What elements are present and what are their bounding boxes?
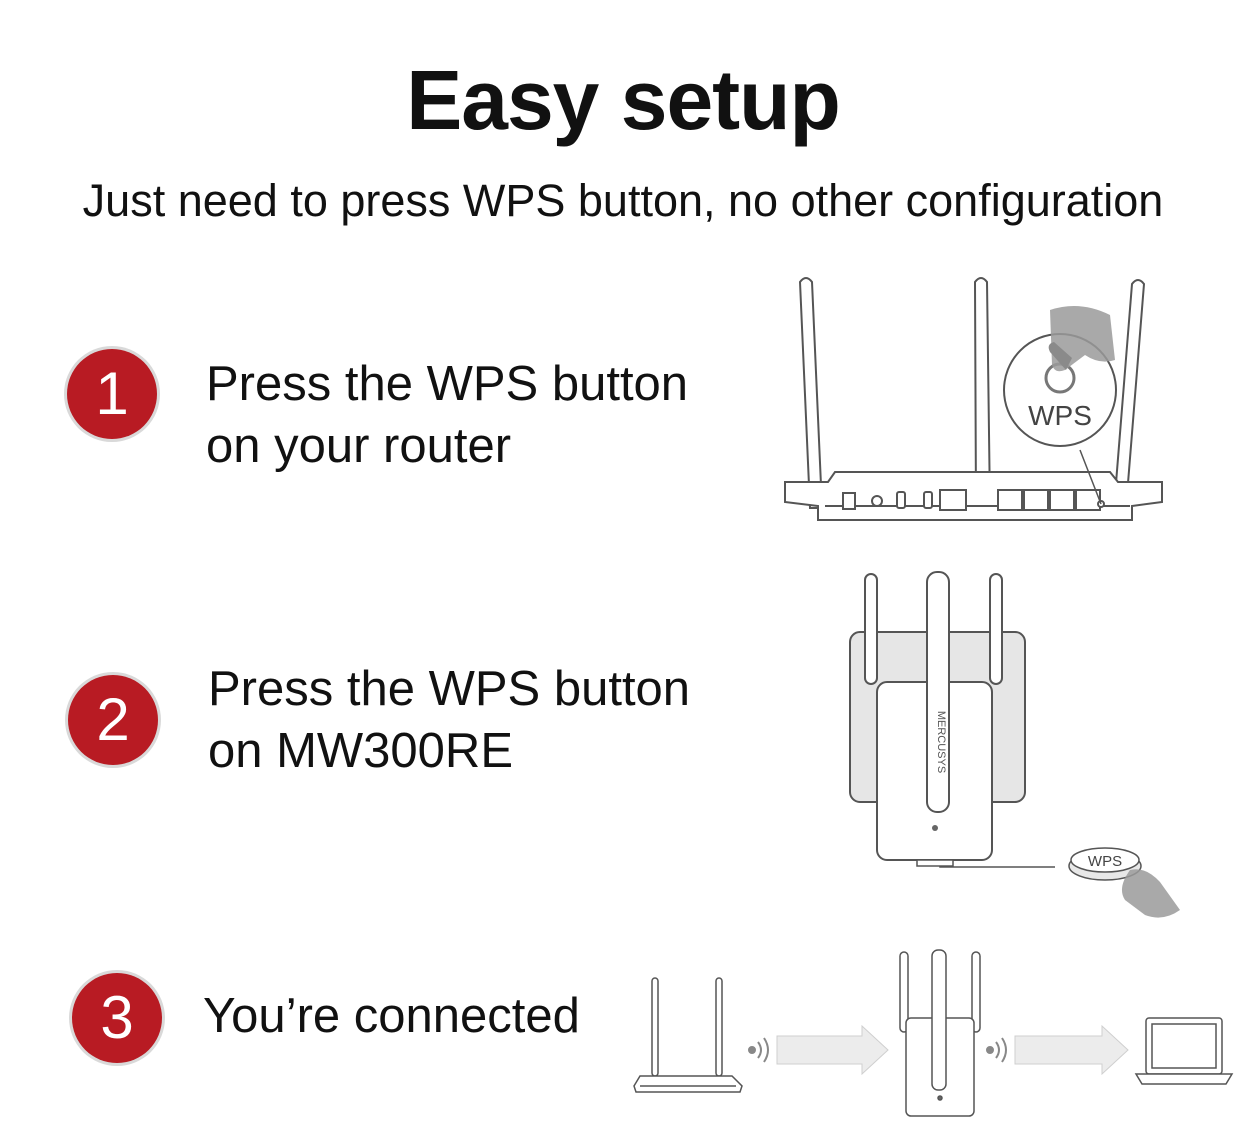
step-1-line-1: Press the WPS button xyxy=(206,357,689,411)
extender-icon: MERCUSYS WPS xyxy=(849,571,1180,918)
laptop-icon xyxy=(1134,1017,1234,1085)
step-1-line-2: on your router xyxy=(206,419,512,473)
step-3-text: You’re connected xyxy=(203,985,580,1047)
hand-pointer-icon xyxy=(1048,306,1115,372)
step-2-badge: 2 xyxy=(68,675,158,765)
step-2-line-1: Press the WPS button xyxy=(208,662,691,716)
arrow-right-icon xyxy=(776,1024,889,1076)
wps-button-icon: WPS xyxy=(1068,847,1142,881)
router-wps-label: WPS xyxy=(1028,400,1092,431)
step-3-badge: 3 xyxy=(72,973,162,1063)
hand-pointer-icon xyxy=(1121,869,1180,918)
page-title: Easy setup xyxy=(406,53,841,147)
extender-icon xyxy=(899,949,981,1117)
extender-wps-label: WPS xyxy=(1088,853,1122,870)
page-subtitle: Just need to press WPS button, no other … xyxy=(82,175,1164,226)
step-3-line-1: You’re connected xyxy=(203,989,580,1043)
step-1-text: Press the WPS button on your router xyxy=(206,353,688,477)
router-icon xyxy=(633,977,743,1093)
step-2-line-2: on MW300RE xyxy=(208,724,514,778)
connection-diagram xyxy=(633,949,1234,1117)
arrow-right-icon xyxy=(1014,1024,1129,1076)
signal-waves-icon xyxy=(986,1037,1007,1063)
signal-waves-icon xyxy=(748,1037,769,1063)
step-1-badge: 1 xyxy=(67,349,157,439)
step-2-text: Press the WPS button on MW300RE xyxy=(208,658,690,782)
extender-brand: MERCUSYS xyxy=(935,711,947,773)
router-icon: WPS xyxy=(784,277,1163,521)
